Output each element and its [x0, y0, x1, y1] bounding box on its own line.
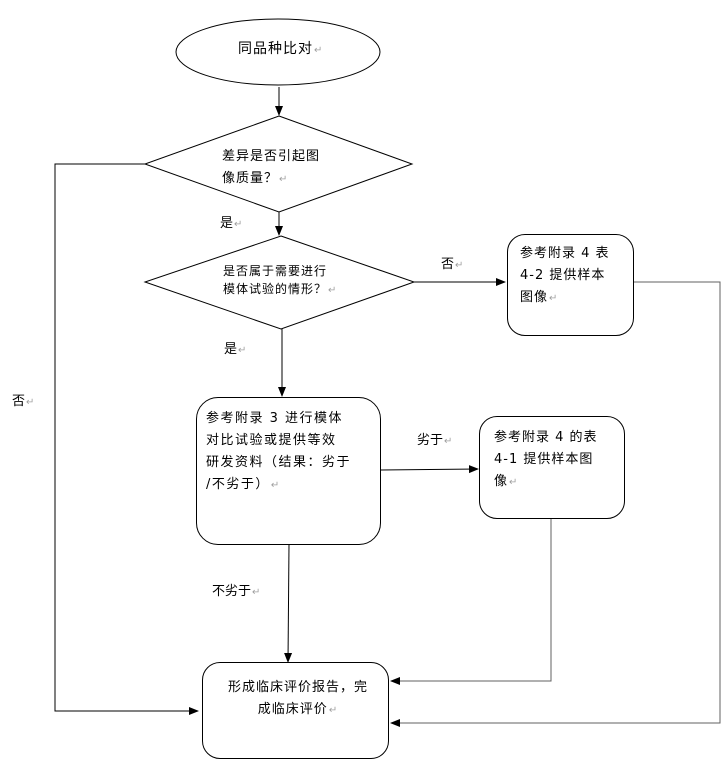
paragraph-mark-icon: ↵	[314, 45, 324, 56]
appendix4-2-line: 图像	[520, 290, 549, 305]
arrow-not-inferior	[284, 543, 293, 663]
arrow-appendix4-1-to-report	[390, 518, 552, 685]
paragraph-mark-icon: ↵	[509, 477, 519, 488]
paragraph-mark-icon: ↵	[234, 219, 243, 230]
appendix4-2-line: 参考附录 4 表	[520, 246, 610, 261]
report-line: 成临床评价	[257, 702, 328, 717]
paragraph-mark-icon: ↵	[328, 705, 339, 716]
appendix4-2-text: 参考附录 4 表 4-2 提供样本 图像↵	[520, 243, 610, 310]
decision2-line: 模体试验的情形？	[223, 282, 328, 296]
report-text: 形成临床评价报告，完 成临床评价↵	[217, 677, 379, 722]
paragraph-mark-icon: ↵	[444, 436, 453, 447]
report-line: 形成临床评价报告，完	[227, 680, 368, 695]
paragraph-mark-icon: ↵	[455, 260, 464, 271]
appendix3-line: 研发资料（结果：劣于	[206, 455, 352, 470]
decision2-text: 是否属于需要进行 模体试验的情形？↵	[223, 262, 337, 300]
edge-label-d2-yes: 是↵	[224, 342, 246, 359]
edge-label-text: 是	[220, 216, 234, 231]
arrow-appendix4-2-to-report	[390, 281, 721, 727]
edge-label-d1-no: 否↵	[12, 394, 34, 411]
appendix4-1-line: 4-1 提供样本图	[494, 452, 594, 467]
appendix4-1-line: 像	[494, 474, 509, 489]
paragraph-mark-icon: ↵	[252, 587, 261, 598]
edge-label-text: 不劣于	[212, 584, 252, 599]
appendix4-1-box: 参考附录 4 的表 4-1 提供样本图 像↵	[479, 416, 625, 519]
start-label: 同品种比对	[238, 41, 313, 57]
paragraph-mark-icon: ↵	[328, 285, 338, 296]
paragraph-mark-icon: ↵	[26, 397, 35, 408]
start-ellipse	[175, 18, 381, 86]
edge-label-not-inferior: 不劣于↵	[212, 584, 260, 601]
arrow-inferior	[380, 465, 479, 474]
edge-label-d1-yes: 是↵	[220, 216, 242, 233]
arrow-decision1-no	[54, 163, 199, 715]
edge-label-text: 劣于	[417, 433, 444, 448]
appendix3-line: /不劣于）	[206, 477, 270, 492]
decision1-line: 像质量？	[222, 171, 279, 186]
appendix4-2-line: 4-2 提供样本	[520, 268, 606, 283]
edge-label-inferior: 劣于↵	[417, 433, 452, 450]
decision1-text: 差异是否引起图 像质量？↵	[222, 146, 320, 191]
decision2-line: 是否属于需要进行	[223, 264, 328, 278]
appendix3-line: 对比试验或提供等效	[206, 433, 337, 448]
appendix3-box: 参考附录 3 进行模体 对比试验或提供等效 研发资料（结果：劣于 /不劣于）↵	[196, 397, 381, 545]
paragraph-mark-icon: ↵	[279, 174, 289, 185]
decision2-diamond	[143, 235, 416, 330]
paragraph-mark-icon: ↵	[270, 480, 281, 491]
appendix4-2-box: 参考附录 4 表 4-2 提供样本 图像↵	[507, 234, 634, 336]
start-text: 同品种比对↵	[238, 38, 323, 62]
report-box: 形成临床评价报告，完 成临床评价↵	[202, 662, 389, 759]
edge-label-text: 否	[12, 394, 26, 409]
appendix3-text: 参考附录 3 进行模体 对比试验或提供等效 研发资料（结果：劣于 /不劣于）↵	[206, 408, 351, 497]
paragraph-mark-icon: ↵	[549, 293, 559, 304]
appendix3-line: 参考附录 3 进行模体	[206, 411, 344, 426]
edge-label-d2-no: 否↵	[441, 257, 463, 274]
edge-label-text: 否	[441, 257, 455, 272]
edge-label-text: 是	[224, 342, 238, 357]
appendix4-1-line: 参考附录 4 的表	[494, 430, 598, 445]
decision1-line: 差异是否引起图	[222, 149, 321, 164]
appendix4-1-text: 参考附录 4 的表 4-1 提供样本图 像↵	[494, 427, 598, 494]
paragraph-mark-icon: ↵	[238, 345, 247, 356]
